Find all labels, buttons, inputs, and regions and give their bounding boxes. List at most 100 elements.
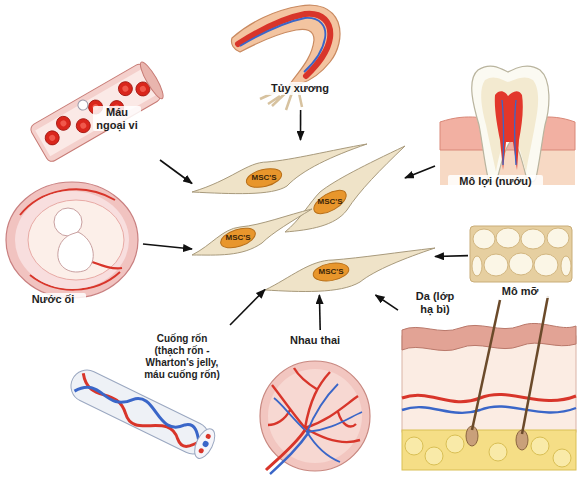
red-cell [54, 114, 73, 133]
arrow-connector [230, 290, 265, 326]
cell-body [285, 146, 405, 232]
source-node: Nước ối [3, 178, 143, 310]
vessel-wall [29, 62, 163, 163]
fat-cell [509, 253, 533, 275]
cell-label: MSC'S [218, 233, 258, 243]
arrow-connector [405, 166, 435, 178]
embryo-body [58, 232, 93, 272]
source-label: Nhau thai [280, 334, 350, 347]
cell-centre [59, 119, 67, 127]
pulp-vessels [502, 100, 516, 165]
cell-centre [48, 134, 56, 142]
cord-vessel-end [198, 447, 205, 454]
source-label: Mô mỡ [488, 285, 552, 298]
placenta-disc [260, 361, 370, 471]
cell-centre [79, 122, 87, 130]
skin-fat-cell [531, 437, 549, 455]
marrow-red [238, 14, 330, 76]
source-label: Máu ngoại vi [93, 106, 141, 131]
cord-end [191, 426, 219, 462]
arrow-connector [160, 160, 192, 184]
cell-centre [139, 85, 147, 93]
fat-illustration [470, 226, 572, 282]
fat-cell [473, 229, 495, 249]
source-node: Máu ngoại vi [35, 72, 160, 160]
msc-cell: MSC'S [265, 240, 435, 295]
blood-vessel-illustration [29, 60, 167, 164]
fat-cell [534, 254, 558, 276]
placenta-cord [270, 432, 309, 474]
fat-cell [521, 229, 545, 249]
source-label: Tủy xương [265, 82, 335, 95]
msc-cell: MSC'S [285, 140, 405, 235]
arrow-connector [143, 244, 192, 249]
cord-vessel-end [202, 440, 210, 448]
dentin [481, 77, 538, 172]
source-label: Nước ối [20, 293, 86, 306]
cord-artery [73, 373, 209, 456]
tooth-illustration [440, 66, 575, 185]
amniotic-fluid [28, 200, 124, 280]
subcutis [402, 430, 576, 470]
source-node: Tủy xương [225, 0, 345, 110]
vessel-lumen [35, 69, 156, 156]
cell-nucleus [310, 186, 350, 219]
bone-marrow-illustration [231, 5, 340, 110]
skin-artery [402, 395, 576, 402]
red-cell-centres [45, 76, 149, 147]
red-cell [116, 79, 135, 98]
tooth [472, 66, 549, 182]
source-node: Mô lợi (nướu) [435, 62, 575, 192]
red-cell [74, 116, 93, 135]
arrow-connector [435, 255, 468, 257]
skin-fat-cell [489, 443, 507, 461]
fat-cells [472, 228, 571, 276]
skin-fat-cell [553, 449, 571, 467]
msc-cell: MSC'S [192, 205, 312, 260]
cell-centre [121, 85, 129, 93]
hair [472, 300, 500, 430]
skin-vein [402, 407, 576, 413]
hair [522, 296, 548, 434]
red-blood-cells [39, 71, 154, 153]
arrow-connector [300, 110, 302, 140]
skin-illustration [402, 296, 576, 470]
source-node: Da (lớp hạ bì) [398, 288, 578, 473]
source-node: Mô mỡ [468, 222, 576, 302]
skin-fat-cell [446, 435, 464, 453]
placenta-cord [266, 430, 305, 470]
cell-body [192, 209, 312, 255]
fat-cell [561, 256, 571, 276]
cell-outline [192, 205, 312, 260]
cell-label: MSC'S [310, 197, 350, 207]
cell-label: MSC'S [244, 173, 284, 183]
amniotic-illustration [6, 182, 138, 298]
placenta-inner [268, 369, 362, 463]
bone-shape [231, 5, 340, 84]
sac-layer [15, 191, 129, 289]
skin-fat-cell [425, 447, 443, 465]
cell-body [265, 248, 435, 292]
cord-vessel-end [205, 433, 212, 440]
arrow-connector [376, 295, 399, 310]
source-label: Cuống rốn (thạch rốn - Wharton's jelly, … [142, 333, 222, 381]
placenta-illustration [260, 361, 370, 474]
white-cell [76, 98, 90, 112]
arrow-connector [319, 295, 321, 330]
fat-cell [472, 256, 482, 276]
fat-block [470, 226, 572, 282]
fat-cell [496, 228, 520, 248]
skin-fat-cells [405, 435, 571, 467]
skin-fat-cell [405, 437, 423, 455]
red-cell [43, 128, 62, 147]
cell-nucleus [312, 261, 350, 284]
cell-outline [285, 140, 405, 235]
source-label: Mô lợi (nướu) [448, 175, 543, 188]
uterus-wall [6, 182, 138, 298]
cord-vein [74, 371, 210, 453]
fat-cell [547, 228, 569, 248]
source-node: Cuống rốn (thạch rốn - Wharton's jelly, … [60, 325, 230, 465]
